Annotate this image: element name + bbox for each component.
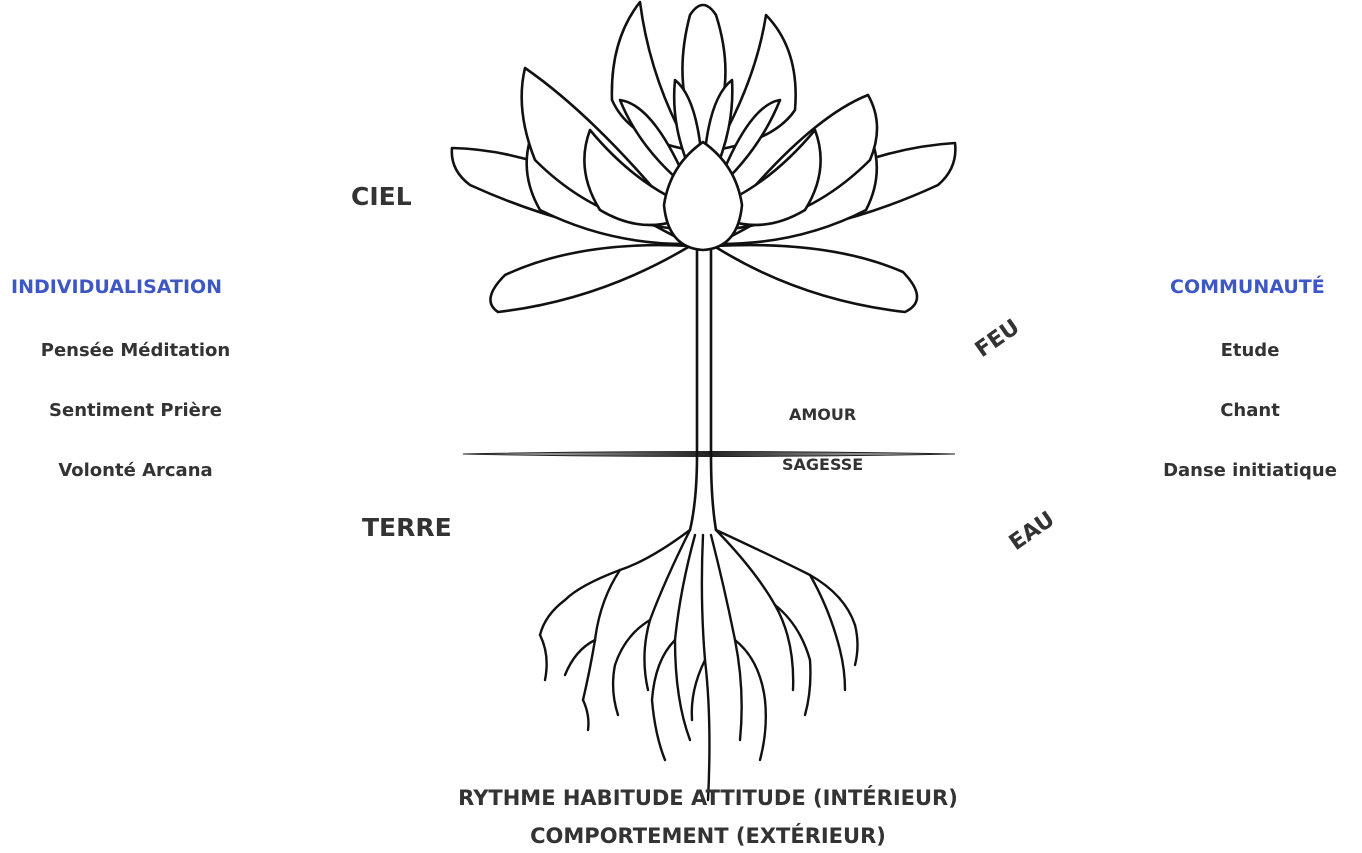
- petal-lower-right: [714, 245, 917, 312]
- root: [702, 535, 710, 800]
- stem: [690, 250, 716, 530]
- root: [540, 530, 690, 635]
- root: [735, 640, 766, 760]
- sagesse-label: SAGESSE: [782, 455, 863, 474]
- root: [652, 640, 675, 760]
- right-item-chant: Chant: [1150, 400, 1350, 421]
- left-item-volonte: Volonté Arcana: [28, 460, 243, 481]
- root: [583, 570, 620, 700]
- ground-line: [463, 452, 955, 457]
- root: [540, 635, 547, 680]
- communaute-heading: COMMUNAUTÉ: [1170, 276, 1325, 298]
- root: [711, 535, 742, 740]
- terre-label: TERRE: [362, 513, 452, 542]
- root: [583, 700, 588, 730]
- root: [692, 660, 705, 720]
- ciel-label: CIEL: [351, 182, 412, 211]
- root: [855, 625, 858, 665]
- root: [810, 575, 845, 690]
- bottom-line-2: COMPORTEMENT (EXTÉRIEUR): [358, 824, 1058, 848]
- bottom-line-1: RYTHME HABITUDE ATTITUDE (INTÉRIEUR): [358, 786, 1058, 810]
- root: [644, 530, 690, 690]
- right-item-etude: Etude: [1150, 340, 1350, 361]
- amour-label: AMOUR: [789, 405, 856, 424]
- petal-lower-left: [490, 245, 690, 312]
- right-item-danse: Danse initiatique: [1150, 460, 1350, 481]
- individualisation-heading: INDIVIDUALISATION: [11, 276, 222, 298]
- left-item-pensee: Pensée Méditation: [28, 340, 243, 361]
- root: [716, 530, 855, 625]
- left-item-sentiment: Sentiment Prière: [28, 400, 243, 421]
